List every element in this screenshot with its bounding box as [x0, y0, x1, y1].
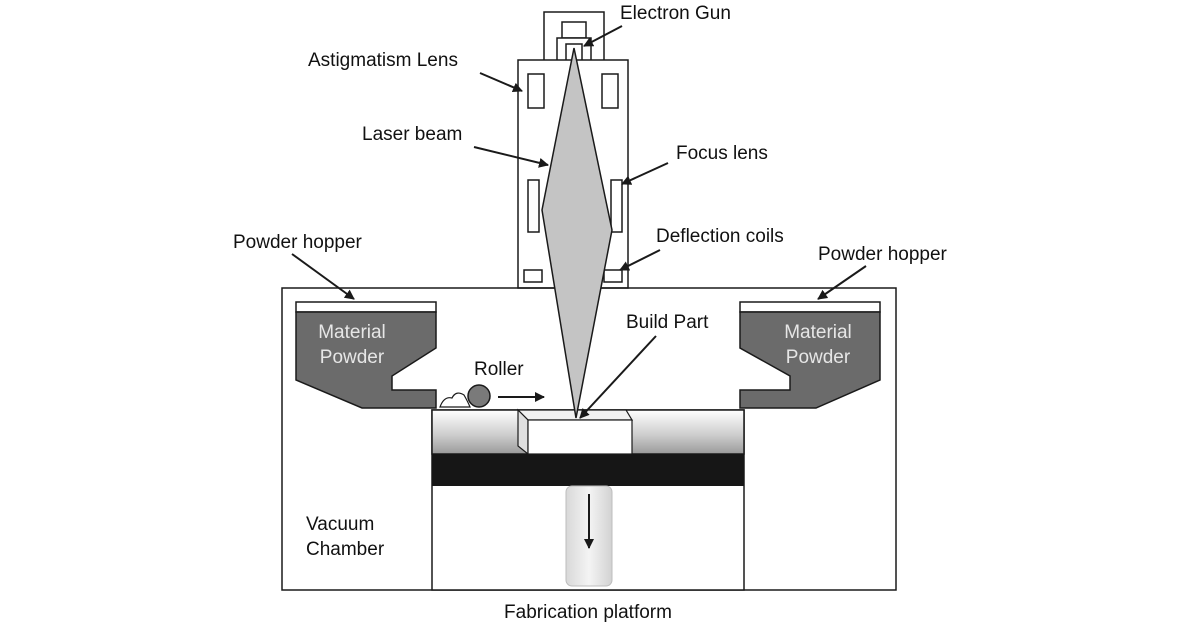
deflection-coil-right	[603, 269, 623, 283]
roller-drum	[467, 384, 491, 408]
label-focus-lens: Focus lens	[676, 143, 768, 164]
focus-lens-right	[610, 179, 623, 233]
fabrication-platform	[432, 454, 744, 486]
roller	[439, 384, 545, 408]
label-chamber: Chamber	[306, 539, 385, 560]
label-electron-gun: Electron Gun	[620, 3, 731, 24]
electron-beam	[541, 47, 613, 419]
electron-gun	[543, 11, 605, 63]
label-fabrication-platform: Fabrication platform	[504, 602, 672, 623]
powder-pile	[439, 392, 471, 408]
arrow-powder-hopper-left	[291, 253, 355, 300]
annotation-arrows	[291, 25, 867, 419]
label-build-part: Build Part	[626, 312, 709, 333]
focus-lens-left	[527, 179, 540, 233]
label-material-right-2: Powder	[786, 347, 851, 368]
material-powder-left	[295, 311, 437, 409]
label-material-left-2: Powder	[320, 347, 385, 368]
label-powder-hopper-left: Powder hopper	[233, 232, 363, 253]
label-deflection-coils: Deflection coils	[656, 226, 784, 247]
arrow-powder-hopper-right	[817, 265, 867, 300]
label-vacuum: Vacuum	[306, 514, 374, 535]
arrow-build-part	[579, 335, 657, 419]
hopper-lid-right	[739, 301, 881, 313]
arrow-deflection-coils	[619, 249, 661, 271]
label-laser-beam: Laser beam	[362, 124, 462, 145]
arrow-astigmatism-lens	[479, 72, 523, 93]
astigmatism-lens-left	[527, 73, 545, 109]
label-material-left-1: Material	[318, 322, 386, 343]
astigmatism-lens-right	[601, 73, 619, 109]
label-powder-hopper-right: Powder hopper	[818, 244, 948, 265]
hopper-lid-left	[295, 301, 437, 313]
arrow-focus-lens	[621, 162, 669, 185]
powder-hopper-right	[739, 301, 881, 409]
arrow-laser-beam	[473, 146, 549, 168]
material-powder-right	[739, 311, 881, 409]
label-astigmatism-lens: Astigmatism Lens	[308, 50, 458, 71]
label-material-right-1: Material	[784, 322, 852, 343]
deflection-coil-left	[523, 269, 543, 283]
arrow-electron-gun	[583, 25, 623, 47]
build-part	[516, 408, 634, 456]
powder-hopper-left	[295, 301, 437, 409]
label-roller: Roller	[474, 359, 524, 380]
